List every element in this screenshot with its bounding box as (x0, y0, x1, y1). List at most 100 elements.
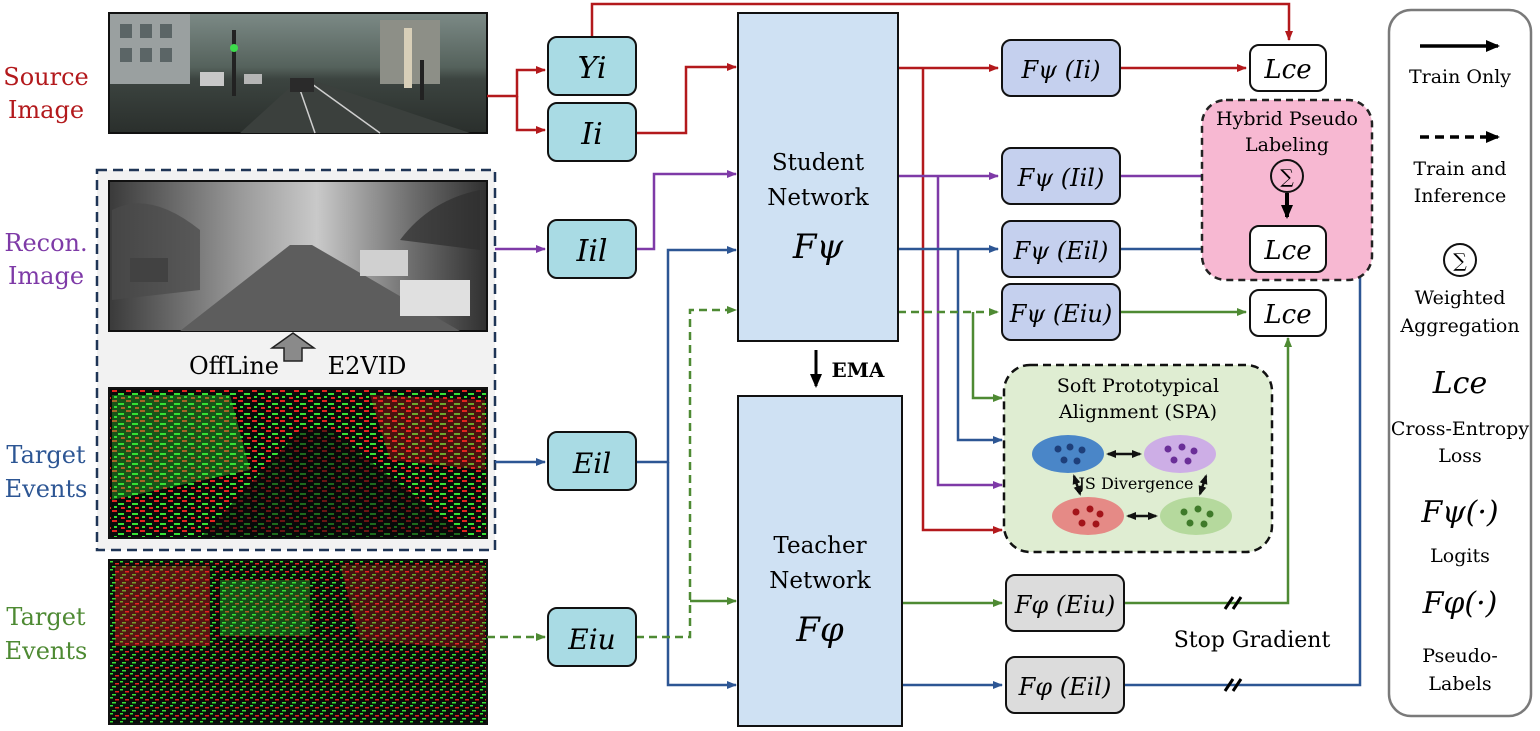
legend-logit-symbol: Fψ(·) (1420, 495, 1498, 530)
stop-gradient-mark-1 (1223, 596, 1243, 610)
ema-label: EMA (832, 358, 885, 382)
spa-label-line2: Alignment (SPA) (1058, 401, 1217, 423)
svg-text:Eil: Eil (572, 447, 611, 480)
input-ii-label: Ii (580, 117, 602, 152)
arrow-yi-top (590, 2, 1293, 41)
arrow-purple-spa (936, 176, 1003, 489)
row-label-source: Source (3, 63, 88, 91)
legend-ce-2: Loss (1438, 445, 1482, 467)
svg-text:∑: ∑ (1280, 166, 1294, 188)
spa-arrow-left (1072, 474, 1082, 496)
output-f-eiu-label: Fψ (Eiu) (1009, 300, 1112, 328)
prototype-red (1052, 497, 1124, 535)
arrow-red-spa (921, 68, 1003, 534)
source-image (108, 12, 488, 134)
input-eiu: Eiu (547, 607, 637, 667)
output-f-ii: Fψ (Ii) (1001, 39, 1121, 97)
input-eiu-label: Eiu (567, 623, 615, 656)
legend-logits: Logits (1430, 545, 1490, 567)
teacher-network-line2: Network (769, 568, 872, 594)
teacher-network: Teacher Network Fφ (737, 395, 903, 727)
svg-text:Iil: Iil (575, 234, 607, 269)
output-f-iil-label: Fψ (Iil) (1017, 164, 1105, 192)
loss-box-2-label: Lce (1263, 236, 1311, 266)
legend-ce-1: Cross-Entropy (1391, 418, 1529, 440)
spa-arrow-right (1198, 474, 1208, 496)
input-yi: Yi (547, 36, 637, 96)
row-label-recon: Recon. (4, 229, 87, 257)
student-network-line2: Network (767, 185, 870, 211)
spa-label-line1: Soft Prototypical (1057, 375, 1219, 397)
arrow-iil-student (636, 170, 737, 251)
legend-pseudo-symbol: Fφ(·) (1422, 586, 1498, 621)
svg-text:∑: ∑ (1453, 250, 1467, 272)
stop-gradient-mark-2 (1223, 678, 1243, 692)
legend-train-only: Train Only (1409, 66, 1511, 88)
arrow-blue-spa (956, 249, 1003, 444)
arrow-source-ii (515, 96, 546, 134)
arrow-ii-student (636, 63, 737, 135)
row-label-recon-2: Image (8, 262, 84, 290)
output-t-eil: Fφ (Eil) (1005, 656, 1125, 714)
hybrid-label-line2: Labeling (1245, 134, 1329, 156)
output-f-eiu: Fψ (Eiu) (1001, 283, 1121, 341)
row-label-source-2: Image (8, 96, 84, 124)
e2vid-label: E2VID (328, 352, 407, 380)
loss-box-2: Lce (1249, 225, 1327, 273)
loss-box-3: Lce (1249, 289, 1327, 337)
prototype-green (1160, 497, 1232, 535)
legend-weighted-1: Weighted (1415, 287, 1506, 309)
output-f-iil: Fψ (Iil) (1001, 147, 1121, 205)
sigma-aggregation-icon: ∑ (1270, 159, 1304, 193)
output-f-ii-label: Fψ (Ii) (1021, 56, 1101, 84)
legend-weighted-2: Aggregation (1399, 315, 1519, 337)
legend-sigma-icon: ∑ (1443, 243, 1477, 277)
input-eil-label: Eil (572, 447, 611, 480)
arrow-eil-teacher (666, 462, 737, 689)
target-events-image-2 (108, 559, 488, 725)
loss-box-1-label: Lce (1263, 55, 1311, 85)
legend-panel (1387, 8, 1533, 718)
loss-box-3-label: Lce (1263, 300, 1311, 330)
prototype-blue (1032, 435, 1104, 473)
input-yi-label: Yi (578, 51, 607, 86)
ema-indicator: EMA (810, 350, 885, 388)
hybrid-label-line1: Hybrid Pseudo (1216, 108, 1358, 130)
offline-label: OffLine (189, 352, 279, 380)
teacher-network-line1: Teacher (773, 533, 866, 559)
input-iil-label: Iil (575, 234, 607, 269)
row-label-target2: Target (6, 603, 85, 631)
legend-train-inference-1: Train and (1413, 158, 1506, 180)
input-ii: Ii (547, 102, 637, 162)
arrow-teiu-lce (1124, 337, 1292, 605)
stop-gradient-label: Stop Gradient (1174, 628, 1331, 653)
js-divergence-label: JS Divergence (1076, 474, 1193, 493)
row-label-target1-2: Events (5, 475, 88, 503)
legend-pseudo-2: Labels (1428, 673, 1491, 695)
recon-image (108, 180, 488, 332)
row-label-target1: Target (6, 441, 85, 469)
offline-up-arrow-icon (269, 332, 317, 362)
row-label-target2-2: Events (5, 637, 88, 665)
input-iil: Iil (547, 219, 637, 279)
arrow-eil-student (636, 246, 737, 464)
teacher-network-symbol: Fφ (795, 610, 844, 650)
prototype-purple (1144, 435, 1216, 473)
legend-pseudo-1: Pseudo- (1422, 645, 1498, 667)
output-t-eil-label: Fφ (Eil) (1018, 673, 1112, 701)
output-t-eiu: Fφ (Eiu) (1005, 574, 1125, 632)
arrow-eiu-student (636, 306, 737, 639)
output-f-eil: Fψ (Eil) (1001, 220, 1121, 278)
legend-train-inference-2: Inference (1414, 185, 1506, 207)
svg-text:Eiu: Eiu (567, 623, 615, 656)
loss-box-1: Lce (1249, 44, 1327, 92)
legend-ce-symbol: Lce (1432, 366, 1487, 401)
input-eil: Eil (547, 431, 637, 491)
arrow-green-spa (971, 312, 1003, 402)
student-network-symbol: Fψ (792, 227, 844, 267)
output-t-eiu-label: Fφ (Eiu) (1014, 591, 1115, 619)
output-f-eil-label: Fψ (Eil) (1013, 237, 1109, 265)
student-network: Student Network Fψ (737, 12, 899, 342)
svg-text:Ii: Ii (580, 117, 602, 152)
